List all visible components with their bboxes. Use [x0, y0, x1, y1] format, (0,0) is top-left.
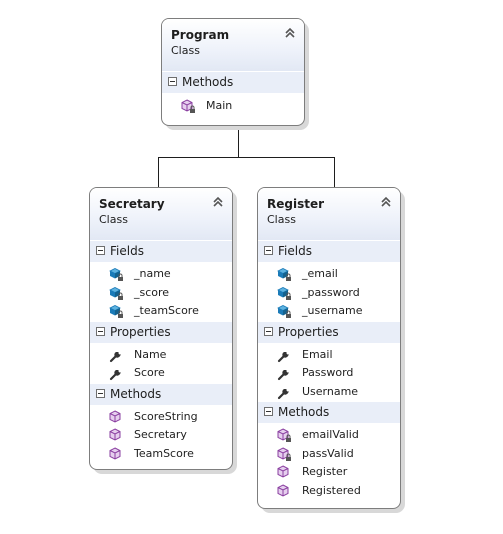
- inheritance-connector-right: [334, 157, 335, 187]
- method-item[interactable]: TeamScore: [90, 445, 232, 464]
- method-name: ScoreString: [134, 409, 198, 423]
- method-cube-icon: [109, 446, 121, 460]
- class-stereotype: Class: [99, 213, 128, 226]
- field-name: _email: [302, 267, 338, 280]
- properties-section-header[interactable]: Properties: [90, 320, 232, 343]
- method-item[interactable]: ScoreString: [90, 408, 232, 427]
- property-wrench-icon: [277, 388, 289, 399]
- field-name: _score: [134, 285, 170, 299]
- property-wrench-icon: [109, 351, 121, 362]
- section-label: Methods: [182, 75, 234, 89]
- collapse-toggle-icon[interactable]: [264, 246, 273, 255]
- method-name: Secretary: [134, 428, 187, 441]
- inheritance-connector-trunk: [238, 126, 239, 157]
- collapse-toggle-icon[interactable]: [264, 326, 273, 336]
- methods-section-header[interactable]: Methods: [258, 401, 400, 423]
- class-name: Register: [267, 197, 325, 211]
- method-name: Main: [206, 99, 233, 112]
- double-chevron-up-icon[interactable]: [380, 196, 392, 208]
- property-item[interactable]: Name: [90, 346, 232, 365]
- class-stereotype: Class: [171, 44, 200, 57]
- class-stereotype: Class: [267, 213, 296, 226]
- field-item[interactable]: _name: [90, 265, 232, 284]
- section-label: Methods: [110, 386, 162, 401]
- section-label: Properties: [110, 324, 171, 339]
- double-chevron-up-icon[interactable]: [284, 27, 296, 39]
- private-field-icon: [109, 305, 123, 318]
- method-item[interactable]: Register: [258, 463, 400, 482]
- method-cube-icon: [109, 409, 121, 423]
- fields-section-header[interactable]: Fields: [258, 240, 400, 262]
- collapse-toggle-icon[interactable]: [168, 77, 177, 86]
- section-label: Properties: [278, 324, 339, 339]
- field-name: _username: [302, 304, 363, 317]
- method-name: passValid: [302, 446, 354, 460]
- private-field-icon: [277, 286, 291, 300]
- property-name: Email: [302, 347, 333, 361]
- property-item[interactable]: Score: [90, 364, 232, 383]
- class-header[interactable]: Register Class: [258, 188, 400, 240]
- field-name: _password: [302, 285, 360, 299]
- property-name: Password: [302, 366, 354, 379]
- method-item[interactable]: passValid: [258, 445, 400, 464]
- field-item[interactable]: _username: [258, 302, 400, 321]
- inheritance-connector-left: [158, 157, 159, 187]
- private-field-icon: [277, 268, 291, 281]
- inheritance-connector-bar: [158, 157, 335, 158]
- property-wrench-icon: [277, 370, 289, 381]
- field-item[interactable]: _score: [90, 284, 232, 303]
- collapse-toggle-icon[interactable]: [96, 388, 105, 398]
- class-header[interactable]: Program Class: [162, 19, 304, 71]
- method-cube-icon: [109, 428, 121, 441]
- methods-section-header[interactable]: Methods: [90, 382, 232, 405]
- private-field-icon: [277, 305, 291, 318]
- section-label: Fields: [110, 244, 144, 258]
- method-name: Register: [302, 465, 348, 478]
- section-label: Methods: [278, 405, 330, 419]
- method-item[interactable]: Main: [162, 97, 304, 116]
- method-name: Registered: [302, 483, 361, 497]
- properties-section-header[interactable]: Properties: [258, 320, 400, 343]
- method-name: TeamScore: [134, 446, 194, 460]
- private-method-cube-icon: [277, 446, 291, 461]
- class-name: Secretary: [99, 197, 165, 211]
- method-item[interactable]: Secretary: [90, 426, 232, 445]
- method-cube-icon: [277, 465, 289, 478]
- method-cube-icon: [277, 483, 289, 497]
- double-chevron-up-icon[interactable]: [212, 196, 224, 208]
- property-item[interactable]: Email: [258, 346, 400, 365]
- class-secretary[interactable]: Secretary Class Fields _name _score: [89, 187, 233, 470]
- property-name: Username: [302, 384, 359, 398]
- private-field-icon: [109, 286, 123, 300]
- private-method-cube-icon: [181, 99, 195, 113]
- property-item[interactable]: Username: [258, 383, 400, 402]
- collapse-toggle-icon[interactable]: [96, 326, 105, 336]
- method-item[interactable]: emailValid: [258, 426, 400, 445]
- method-name: emailValid: [302, 428, 359, 441]
- property-name: Name: [134, 347, 167, 361]
- private-field-icon: [109, 268, 123, 281]
- methods-section-header[interactable]: Methods: [162, 71, 304, 93]
- class-program[interactable]: Program Class Methods Main: [161, 18, 305, 126]
- collapse-toggle-icon[interactable]: [96, 246, 105, 255]
- field-item[interactable]: _email: [258, 265, 400, 284]
- field-name: _teamScore: [134, 304, 199, 317]
- collapse-toggle-icon[interactable]: [264, 407, 273, 416]
- fields-section-header[interactable]: Fields: [90, 240, 232, 262]
- property-wrench-icon: [277, 351, 289, 362]
- class-register[interactable]: Register Class Fields _email _password: [257, 187, 401, 509]
- method-item[interactable]: Registered: [258, 482, 400, 501]
- field-name: _name: [134, 267, 171, 280]
- property-item[interactable]: Password: [258, 364, 400, 383]
- field-item[interactable]: _teamScore: [90, 302, 232, 321]
- section-label: Fields: [278, 244, 312, 258]
- class-header[interactable]: Secretary Class: [90, 188, 232, 240]
- private-method-cube-icon: [277, 428, 291, 442]
- class-name: Program: [171, 28, 230, 42]
- property-name: Score: [134, 366, 165, 379]
- field-item[interactable]: _password: [258, 284, 400, 303]
- property-wrench-icon: [109, 370, 121, 381]
